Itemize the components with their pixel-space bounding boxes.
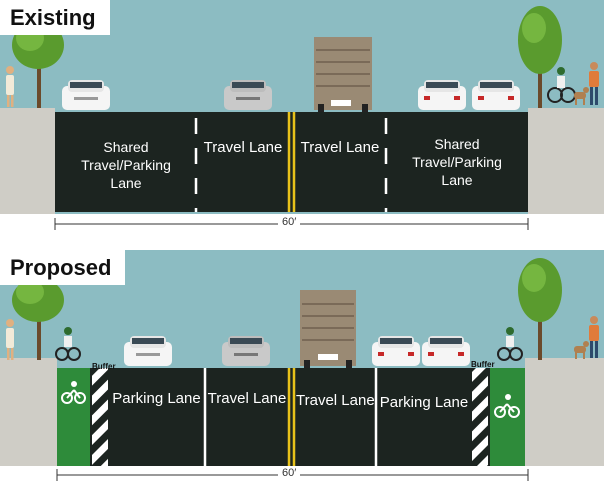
cyclist-icon [497,327,523,361]
left-sidewalk [0,358,57,468]
bike-lane-symbol-icon [494,394,520,418]
car-icon [224,80,272,110]
car-icon [372,336,420,366]
lane-label-shared-right: Shared Travel/Parking Lane [412,136,502,188]
buffer-right [472,368,488,466]
lane-label-travel-right: Travel Lane [300,139,380,156]
buffer-label-right: Buffer [471,360,495,369]
roadway [57,368,525,466]
lane-label-travel-left: Travel Lane [203,139,283,156]
right-sidewalk [525,358,604,468]
truck-icon [300,290,356,368]
car-icon [422,336,470,366]
buffer-left [92,368,108,466]
dog-icon [574,341,589,359]
lane-label-travel-left: Travel Lane [207,390,287,407]
cyclist-icon [547,67,576,103]
car-icon [472,80,520,110]
existing-section: 60′ Existing Shared Travel/Parking Lane … [0,0,604,240]
width-dimension-graphic [56,469,529,481]
existing-street-graphic [0,6,604,240]
tree-icon [12,278,64,360]
section-title-existing: Existing [0,0,110,35]
car-icon [222,336,270,366]
buffer-label-left: Buffer [92,362,116,371]
car-icon [418,80,466,110]
section-title-proposed: Proposed [0,250,126,285]
tree-icon [518,6,562,108]
pedestrian-icon [6,319,14,360]
lane-label-shared-left: Shared Travel/Parking Lane [81,139,171,191]
lane-label-travel-right: Travel Lane [296,392,375,409]
truck-icon [314,37,372,112]
bike-lane-right [490,368,525,466]
proposed-street-graphic [0,258,604,468]
street-width-label: 60′ [278,216,301,228]
car-icon [62,80,110,110]
roadway [55,112,528,212]
dimension-band [0,214,604,240]
width-dimension-graphic [54,218,529,230]
car-icon [124,336,172,366]
bike-lane-symbol-icon [61,381,86,404]
pedestrian-icon [589,316,599,358]
lane-label-parking-left: Parking Lane [112,390,201,407]
dog-icon [574,87,589,105]
proposed-section: 60′ Proposed Buffer Buffer Parking Lane … [0,250,604,485]
pedestrian-icon [589,62,599,105]
cyclist-icon [55,327,81,361]
pedestrian-icon [6,66,14,107]
lane-label-parking-right: Parking Lane [379,394,469,411]
tree-icon [518,258,562,360]
street-width-label: 60′ [278,467,301,479]
